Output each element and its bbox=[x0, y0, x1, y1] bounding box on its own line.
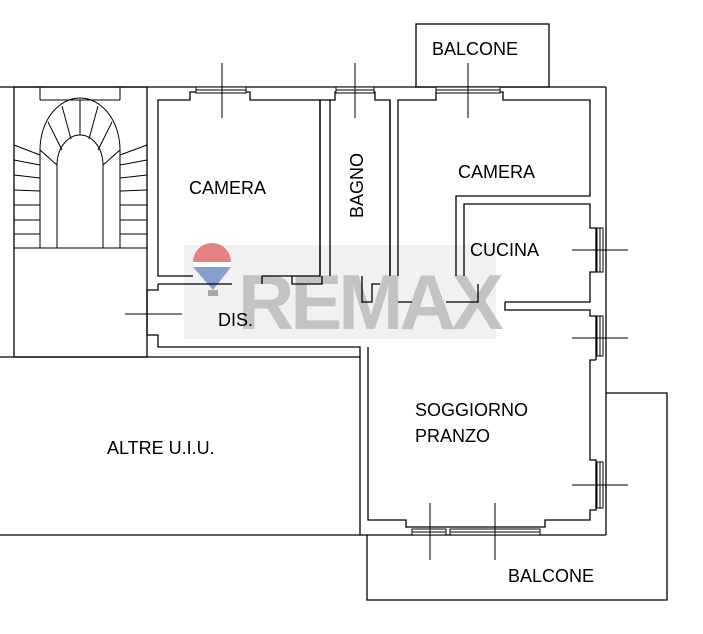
window-soggiorno-bottom-right bbox=[449, 503, 541, 560]
soggiorno-label: SOGGIORNO bbox=[415, 400, 528, 420]
window-cucina bbox=[572, 227, 628, 273]
balloon-logo-icon bbox=[193, 243, 231, 296]
bagno-label: BAGNO bbox=[347, 153, 367, 218]
staircase bbox=[13, 86, 148, 358]
soggiorno-walls bbox=[367, 347, 597, 528]
window-camera-right bbox=[435, 63, 501, 118]
corridor-walls bbox=[158, 276, 597, 360]
balcony-bottom-outline bbox=[366, 392, 668, 601]
entrance-door bbox=[125, 300, 182, 330]
camera-right-label: CAMERA bbox=[458, 162, 535, 182]
pranzo-label: PRANZO bbox=[415, 426, 490, 446]
altre-uiu-label: ALTRE U.I.U. bbox=[107, 438, 215, 458]
window-soggiorno-bottom-left bbox=[411, 503, 447, 560]
balcony-bottom-label: BALCONE bbox=[508, 566, 594, 586]
window-soggiorno-upper bbox=[572, 315, 628, 357]
cucina-walls bbox=[463, 203, 597, 303]
camera-left-label: CAMERA bbox=[189, 178, 266, 198]
cucina-label: CUCINA bbox=[470, 240, 539, 260]
window-camera-left bbox=[195, 63, 247, 118]
window-bagno bbox=[335, 63, 375, 118]
dis-label: DIS. bbox=[218, 310, 253, 330]
camera-right-walls bbox=[397, 91, 591, 276]
window-soggiorno-lower bbox=[572, 461, 628, 509]
balcony-top-label: BALCONE bbox=[432, 39, 518, 59]
